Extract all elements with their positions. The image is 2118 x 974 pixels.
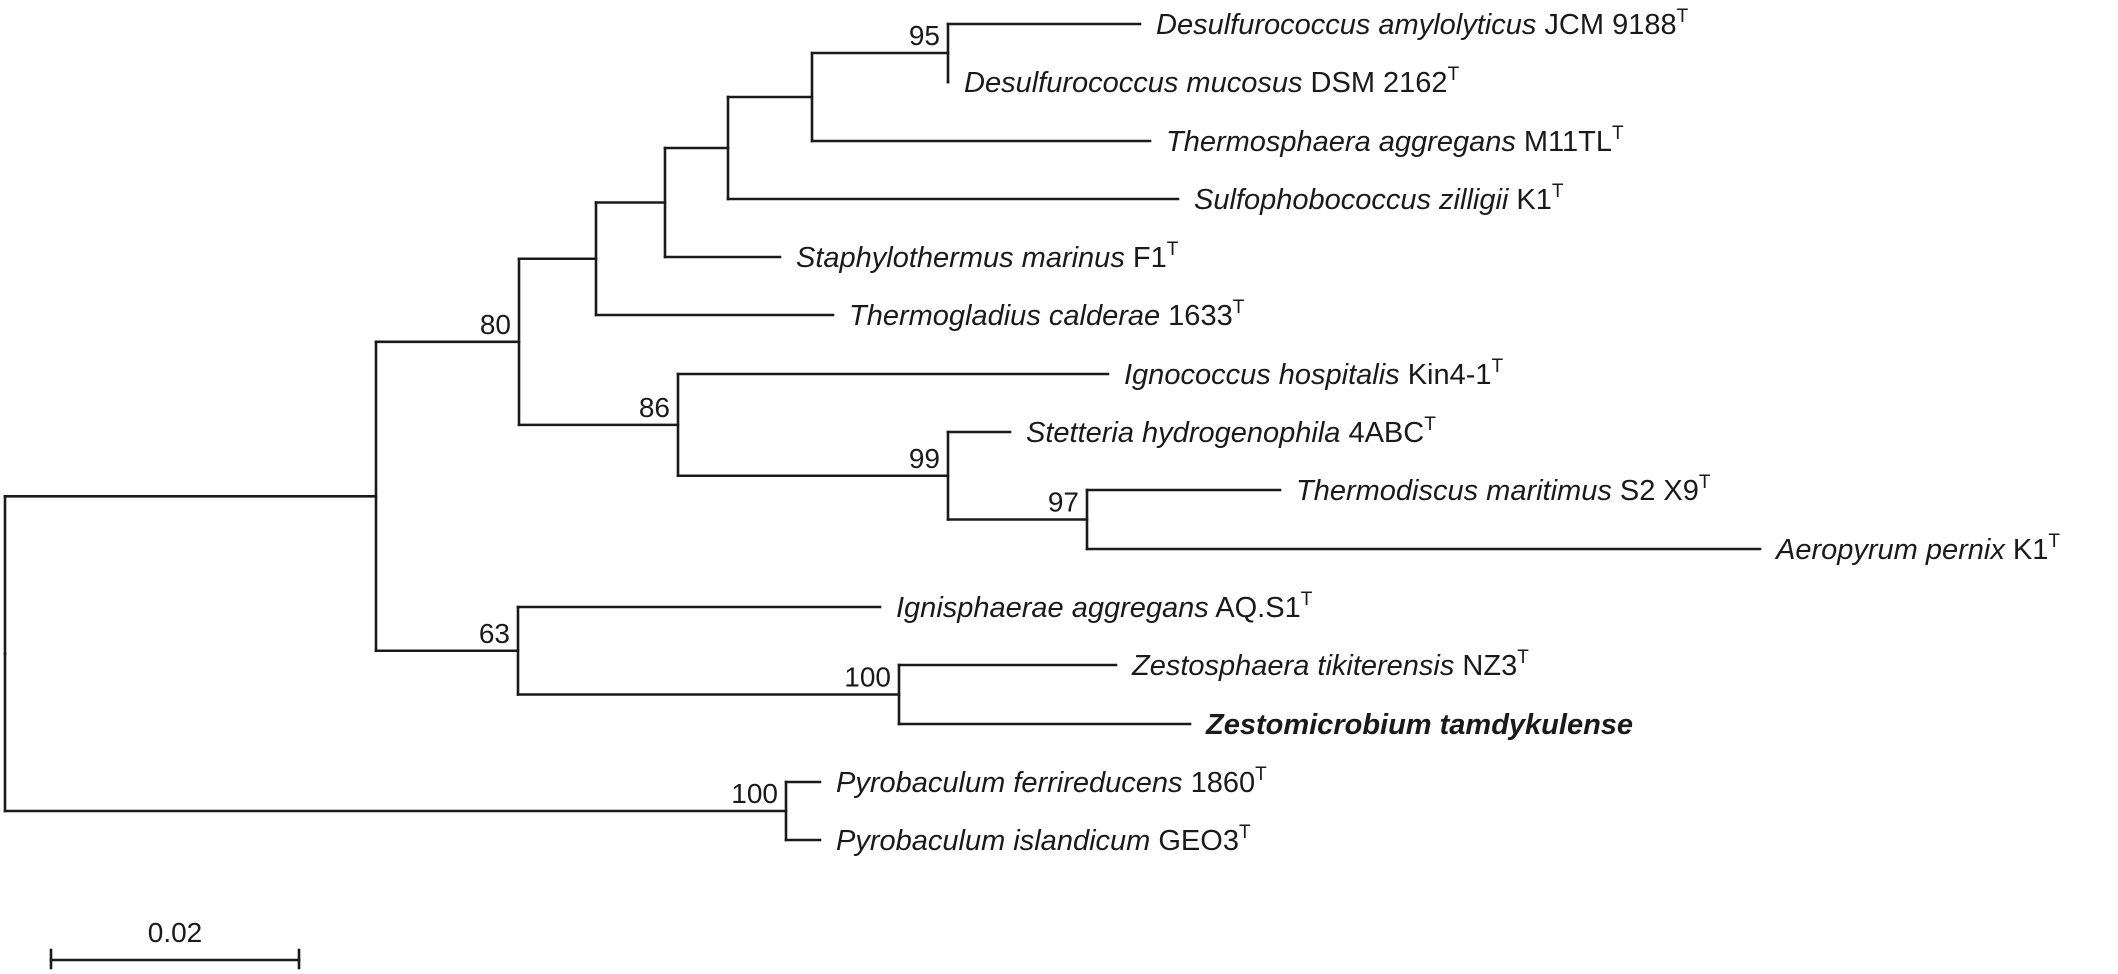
scale-bar-label: 0.02 — [148, 917, 203, 948]
strain-designation: GEO3 — [1150, 825, 1239, 857]
taxon-labels: Desulfurococcus amylolyticus JCM 9188TDe… — [796, 6, 2060, 857]
bootstrap-value: 97 — [1048, 487, 1079, 518]
taxon-label: Desulfurococcus amylolyticus JCM 9188T — [1156, 6, 1689, 41]
taxon-label: Pyrobaculum islandicum GEO3T — [836, 822, 1251, 857]
type-strain-marker: T — [1167, 239, 1179, 260]
type-strain-marker: T — [1552, 181, 1564, 202]
bootstrap-value: 95 — [909, 20, 940, 51]
taxon-name: Sulfophobococcus zilligii — [1194, 184, 1510, 216]
bootstrap-value: 100 — [844, 662, 891, 693]
type-strain-marker: T — [1517, 647, 1529, 668]
taxon-name: Ignisphaerae aggregans — [896, 592, 1209, 624]
type-strain-marker: T — [1677, 6, 1689, 27]
type-strain-marker: T — [1612, 123, 1624, 144]
strain-designation: M11TL — [1516, 126, 1612, 158]
strain-designation: DSM 2162 — [1302, 67, 1447, 99]
type-strain-marker: T — [1424, 414, 1436, 435]
taxon-name: Staphylothermus marinus — [796, 242, 1125, 274]
bootstrap-value: 86 — [639, 392, 670, 423]
type-strain-marker: T — [1239, 822, 1251, 843]
strain-designation: AQ.S1 — [1209, 592, 1301, 624]
taxon-name: Thermogladius calderae — [849, 300, 1160, 332]
strain-designation: 4ABC — [1340, 417, 1424, 449]
taxon-label: Ignisphaerae aggregans AQ.S1T — [896, 589, 1313, 624]
taxon-name: Desulfurococcus mucosus — [964, 67, 1302, 99]
strain-designation: K1 — [2005, 534, 2049, 566]
bootstrap-value: 80 — [480, 309, 511, 340]
scale-bar: 0.02 — [49, 917, 301, 970]
taxon-name: Ignococcus hospitalis — [1124, 359, 1400, 391]
bootstrap-value: 99 — [909, 443, 940, 474]
taxon-label: Stetteria hydrogenophila 4ABCT — [1026, 414, 1436, 449]
taxon-name: Desulfurococcus amylolyticus — [1156, 9, 1536, 41]
taxon-label: Aeropyrum pernix K1T — [1774, 531, 2060, 566]
bootstrap-value: 63 — [479, 618, 510, 649]
taxon-name: Pyrobaculum islandicum — [836, 825, 1150, 857]
taxon-label: Staphylothermus marinus F1T — [796, 239, 1179, 274]
taxon-label: Sulfophobococcus zilligii K1T — [1194, 181, 1564, 216]
type-strain-marker: T — [1492, 356, 1504, 377]
taxon-name: Thermodiscus maritimus — [1296, 475, 1612, 507]
strain-designation: F1 — [1125, 242, 1167, 274]
strain-designation: Kin4-1 — [1400, 359, 1492, 391]
bootstrap-value: 100 — [731, 778, 778, 809]
taxon-label: Pyrobaculum ferrireducens 1860T — [836, 764, 1267, 799]
tree-branches — [3, 22, 1762, 842]
bootstrap-values: 95 80 86 99 97 63 100 100 — [479, 20, 1079, 809]
taxon-label: Zestosphaera tikiterensis NZ3T — [1131, 647, 1529, 682]
type-strain-marker: T — [1699, 472, 1711, 493]
strain-designation: JCM 9188 — [1536, 9, 1676, 41]
strain-designation: K1 — [1508, 184, 1552, 216]
taxon-label: Zestomicrobium tamdykulense — [1205, 709, 1633, 741]
strain-designation: 1860 — [1183, 767, 1256, 799]
strain-designation: S2 X9 — [1612, 475, 1699, 507]
type-strain-marker: T — [1448, 64, 1460, 85]
strain-designation: NZ3 — [1454, 650, 1517, 682]
taxon-name: Pyrobaculum ferrireducens — [836, 767, 1183, 799]
taxon-label: Thermosphaera aggregans M11TLT — [1166, 123, 1624, 158]
strain-designation: 1633 — [1160, 300, 1233, 332]
taxon-name: Zestosphaera tikiterensis — [1131, 650, 1454, 682]
taxon-name: Aeropyrum pernix — [1774, 534, 2006, 566]
type-strain-marker: T — [1233, 297, 1245, 318]
type-strain-marker: T — [2048, 531, 2060, 552]
taxon-label: Ignococcus hospitalis Kin4-1T — [1124, 356, 1504, 391]
taxon-label: Thermodiscus maritimus S2 X9T — [1296, 472, 1711, 507]
taxon-name: Thermosphaera aggregans — [1166, 126, 1516, 158]
taxon-label: Thermogladius calderae 1633T — [849, 297, 1245, 332]
type-strain-marker: T — [1255, 764, 1267, 785]
taxon-name: Zestomicrobium tamdykulense — [1205, 709, 1633, 741]
taxon-label: Desulfurococcus mucosus DSM 2162T — [964, 64, 1460, 99]
type-strain-marker: T — [1301, 589, 1313, 610]
taxon-name: Stetteria hydrogenophila — [1026, 417, 1340, 449]
